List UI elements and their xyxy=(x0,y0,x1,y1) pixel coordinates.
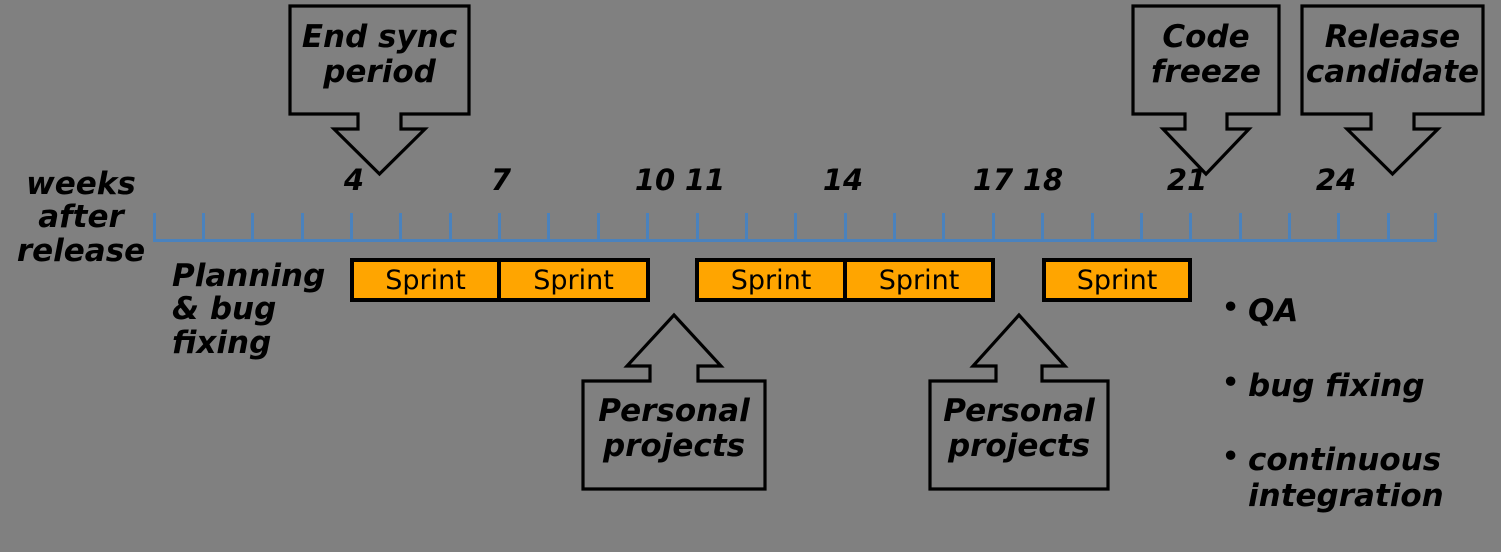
list-item-label: bug fixing xyxy=(1248,367,1425,404)
down-arrow-callout-shape xyxy=(1131,4,1281,177)
axis-tick xyxy=(547,213,550,242)
axis-tick xyxy=(202,213,205,242)
axis-tick xyxy=(449,213,452,242)
callout-personal-projects-week-17[interactable]: Personal projects xyxy=(928,311,1110,491)
axis-tick xyxy=(498,213,501,242)
axis-tick xyxy=(1434,213,1437,242)
axis-tick xyxy=(153,213,156,242)
bullet-icon: • xyxy=(1222,440,1240,472)
list-item-label: QA xyxy=(1248,293,1299,330)
up-arrow-callout-shape xyxy=(928,312,1110,491)
axis-tick xyxy=(745,213,748,242)
axis-tick xyxy=(696,213,699,242)
sprint-label: Sprint xyxy=(385,264,466,296)
list-item: • bug fixing xyxy=(1222,366,1492,405)
axis-tick xyxy=(794,213,797,242)
down-arrow-callout-shape xyxy=(1300,4,1485,177)
sprint-label: Sprint xyxy=(1076,264,1158,296)
axis-tick xyxy=(844,213,847,242)
callout-end-sync-period[interactable]: End sync period xyxy=(288,4,471,177)
callout-personal-projects-week-10[interactable]: Personal projects xyxy=(581,311,767,491)
bullet-icon: • xyxy=(1222,292,1240,324)
planning-label: Planning & bug fixing xyxy=(172,258,326,361)
week-label-4: 4 xyxy=(343,163,365,197)
axis-tick xyxy=(1288,213,1291,242)
release-timeline-diagram: End sync period Code freeze Release cand… xyxy=(16,4,1485,514)
week-label-21: 21 xyxy=(1166,163,1208,197)
sprint-box[interactable]: Sprint xyxy=(499,258,650,302)
week-label-11: 11 xyxy=(684,163,726,197)
sprint-box[interactable]: Sprint xyxy=(845,258,995,302)
axis-tick xyxy=(301,213,304,242)
week-label-17: 17 xyxy=(972,163,1014,197)
list-item-label: continuous integration xyxy=(1248,441,1444,515)
list-item: • QA xyxy=(1222,293,1492,330)
axis-tick xyxy=(893,213,896,242)
down-arrow-callout-shape xyxy=(288,4,471,177)
sprint-label: Sprint xyxy=(533,264,614,296)
axis-tick xyxy=(646,213,649,242)
axis-tick xyxy=(1239,213,1242,242)
week-label-10: 10 xyxy=(634,163,676,197)
axis-tick xyxy=(251,213,254,242)
list-item: • continuous integration xyxy=(1222,440,1492,515)
sprint-box[interactable]: Sprint xyxy=(695,258,845,302)
sprint-box[interactable]: Sprint xyxy=(1042,258,1192,302)
axis-tick xyxy=(597,213,600,242)
bullet-icon: • xyxy=(1222,366,1240,398)
week-label-18: 18 xyxy=(1022,163,1064,197)
axis-tick xyxy=(1140,213,1143,242)
axis-tick xyxy=(350,213,353,242)
axis-side-label: weeks after release xyxy=(16,166,146,269)
axis-tick xyxy=(1091,213,1094,242)
sprint-label: Sprint xyxy=(730,264,812,296)
callout-code-freeze[interactable]: Code freeze xyxy=(1131,4,1281,177)
sprint-box[interactable]: Sprint xyxy=(350,258,499,302)
week-label-7: 7 xyxy=(490,163,512,197)
axis-tick xyxy=(399,213,402,242)
axis-tick xyxy=(1387,213,1390,242)
sprint-label: Sprint xyxy=(878,264,960,296)
callout-release-candidate[interactable]: Release candidate xyxy=(1300,4,1485,177)
axis-tick xyxy=(1041,213,1044,242)
axis-tick xyxy=(1337,213,1340,242)
axis-tick xyxy=(1189,213,1192,242)
axis-tick xyxy=(942,213,945,242)
axis-tick xyxy=(992,213,995,242)
week-label-14: 14 xyxy=(822,163,864,197)
up-arrow-callout-shape xyxy=(581,312,767,491)
weeks-axis xyxy=(153,208,1437,242)
activities-bullet-list: • QA • bug fixing • continuous integrati… xyxy=(1222,260,1492,552)
week-label-24: 24 xyxy=(1315,163,1357,197)
